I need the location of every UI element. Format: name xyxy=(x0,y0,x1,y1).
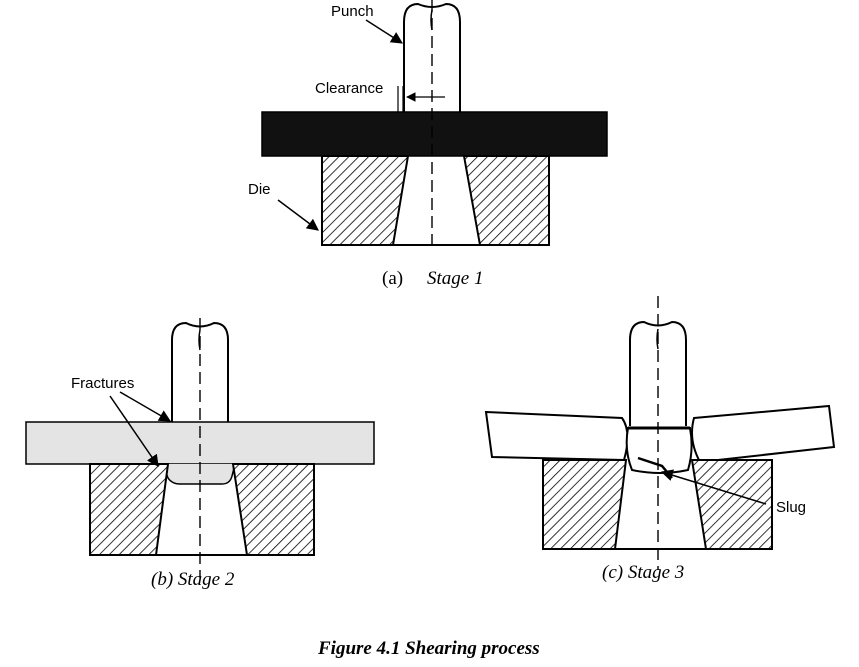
stage-2: Fractures (b) Stage 2 xyxy=(25,318,375,590)
sheet-stage-1 xyxy=(261,111,608,157)
fracture-pointer-lower xyxy=(109,395,159,467)
stage-1-caption: Stage 1 xyxy=(427,268,483,289)
slug-label: Slug xyxy=(776,499,806,516)
stage-1: Punch Clearance Die (a) Stage 1 xyxy=(248,0,608,289)
fractures-label: Fractures xyxy=(71,375,134,392)
die-stage-1 xyxy=(321,155,550,246)
die-stage-3 xyxy=(542,459,773,550)
die-stage-2 xyxy=(89,463,315,556)
die-pointer xyxy=(277,199,319,231)
figure-caption: Figure 4.1 Shearing process xyxy=(317,638,540,659)
punch-label: Punch xyxy=(331,3,374,20)
stage-1-letter: (a) xyxy=(382,268,403,289)
stage-2-caption: (b) Stage 2 xyxy=(151,569,235,590)
clearance-indicator xyxy=(397,86,445,112)
sheet-bulge-stage-2 xyxy=(162,463,236,485)
punch-pointer xyxy=(365,19,404,44)
sheet-right-stage-3 xyxy=(691,404,836,464)
clearance-label: Clearance xyxy=(315,80,383,97)
die-label: Die xyxy=(248,181,271,198)
sheet-left-stage-3 xyxy=(484,410,629,462)
stage-3-caption: (c) Stage 3 xyxy=(602,562,684,583)
stage-3: Slug (c) Stage 3 xyxy=(484,296,836,583)
slug-pointer xyxy=(660,469,767,505)
fracture-pointer-upper xyxy=(119,391,172,422)
